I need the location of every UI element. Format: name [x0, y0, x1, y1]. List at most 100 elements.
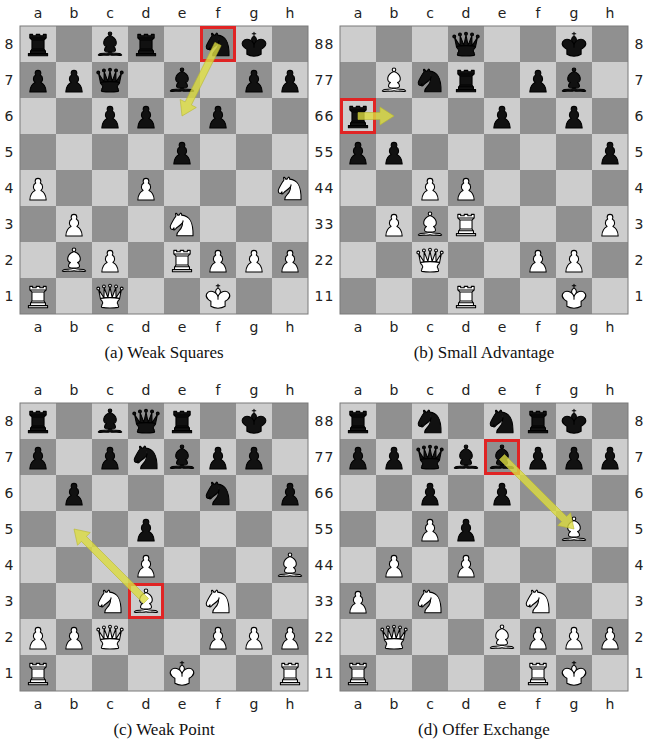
- board-square: [556, 134, 592, 170]
- board-square: [164, 242, 200, 278]
- black-piece: [246, 70, 262, 92]
- move-arrow: [180, 42, 221, 116]
- board-square: [592, 206, 628, 242]
- board-square: [448, 403, 484, 439]
- rank-label: 7: [635, 73, 644, 87]
- board-caption: (d) Offer Exchange: [418, 721, 550, 738]
- board-square: [92, 403, 128, 439]
- file-label: b: [70, 383, 79, 397]
- black-piece: [210, 106, 226, 128]
- board-square: [592, 242, 628, 278]
- file-label: a: [34, 383, 43, 397]
- rank-label: 6: [635, 486, 644, 500]
- rank-label: 6: [315, 109, 324, 123]
- board-square: [556, 242, 592, 278]
- rank-label: 2: [315, 630, 324, 644]
- board-square: [340, 242, 376, 278]
- board-square: [376, 206, 412, 242]
- board-square: [128, 26, 164, 62]
- board-square: [56, 475, 92, 511]
- rank-label: 3: [325, 594, 334, 608]
- board-square: [412, 511, 448, 547]
- board-square: [200, 547, 236, 583]
- board-square: [92, 278, 128, 314]
- board-square: [520, 170, 556, 206]
- board-square: [236, 403, 272, 439]
- board-square: [272, 62, 308, 98]
- board-square: [448, 547, 484, 583]
- board-square: [412, 26, 448, 62]
- board-square: [592, 278, 628, 314]
- board-square: [236, 98, 272, 134]
- board-square: [448, 170, 484, 206]
- file-label: e: [178, 6, 187, 20]
- file-label: f: [536, 383, 541, 397]
- rank-label: 2: [635, 630, 644, 644]
- black-piece: [350, 447, 366, 469]
- rank-label: 1: [5, 666, 14, 680]
- board-square: [592, 619, 628, 655]
- rank-label: 5: [325, 522, 334, 536]
- rank-label: 3: [5, 217, 14, 231]
- board-square: [272, 26, 308, 62]
- board-square: [340, 170, 376, 206]
- white-piece: [381, 625, 407, 649]
- file-label: c: [426, 383, 434, 397]
- board-square: [56, 655, 92, 691]
- white-piece: [417, 248, 443, 272]
- board-square: [56, 547, 92, 583]
- board-border: [20, 403, 308, 691]
- rank-label: 2: [5, 630, 14, 644]
- board-square: [164, 134, 200, 170]
- white-piece: [98, 590, 121, 613]
- board-square: [484, 547, 520, 583]
- rank-label: 6: [325, 486, 334, 500]
- board-square: [272, 475, 308, 511]
- board-square: [556, 278, 592, 314]
- board-square: [556, 170, 592, 206]
- black-piece: [562, 409, 586, 433]
- board-square: [272, 583, 308, 619]
- board-square: [56, 403, 92, 439]
- board-square: [340, 439, 376, 475]
- rank-label: 3: [635, 594, 644, 608]
- board-square: [376, 511, 412, 547]
- file-label: c: [106, 6, 114, 20]
- chess-board: [340, 26, 628, 314]
- black-piece: [136, 34, 155, 55]
- board-square: [92, 619, 128, 655]
- rank-label: 4: [635, 181, 644, 195]
- board-square: [340, 655, 376, 691]
- board-square: [556, 619, 592, 655]
- file-label: a: [354, 320, 363, 334]
- board-square: [340, 403, 376, 439]
- board-square: [412, 62, 448, 98]
- board-square: [200, 439, 236, 475]
- white-piece: [530, 627, 546, 649]
- board-square: [128, 655, 164, 691]
- board-square: [128, 511, 164, 547]
- file-label: e: [178, 320, 187, 334]
- board-square: [520, 242, 556, 278]
- white-piece: [66, 627, 82, 649]
- rank-label: 7: [5, 73, 14, 87]
- board-square: [92, 170, 128, 206]
- board-square: [520, 134, 556, 170]
- board-square: [92, 475, 128, 511]
- rank-label: 7: [5, 450, 14, 464]
- black-piece: [98, 409, 121, 433]
- black-piece: [417, 445, 443, 469]
- board-square: [56, 278, 92, 314]
- black-piece: [102, 447, 118, 469]
- rank-label: 6: [325, 109, 334, 123]
- board-square: [520, 403, 556, 439]
- board-square: [200, 206, 236, 242]
- file-label: b: [390, 697, 399, 711]
- black-piece: [530, 447, 546, 469]
- board-square: [448, 26, 484, 62]
- white-piece: [66, 214, 82, 236]
- file-label: f: [216, 320, 221, 334]
- board-border: [20, 26, 308, 314]
- board-square: [520, 439, 556, 475]
